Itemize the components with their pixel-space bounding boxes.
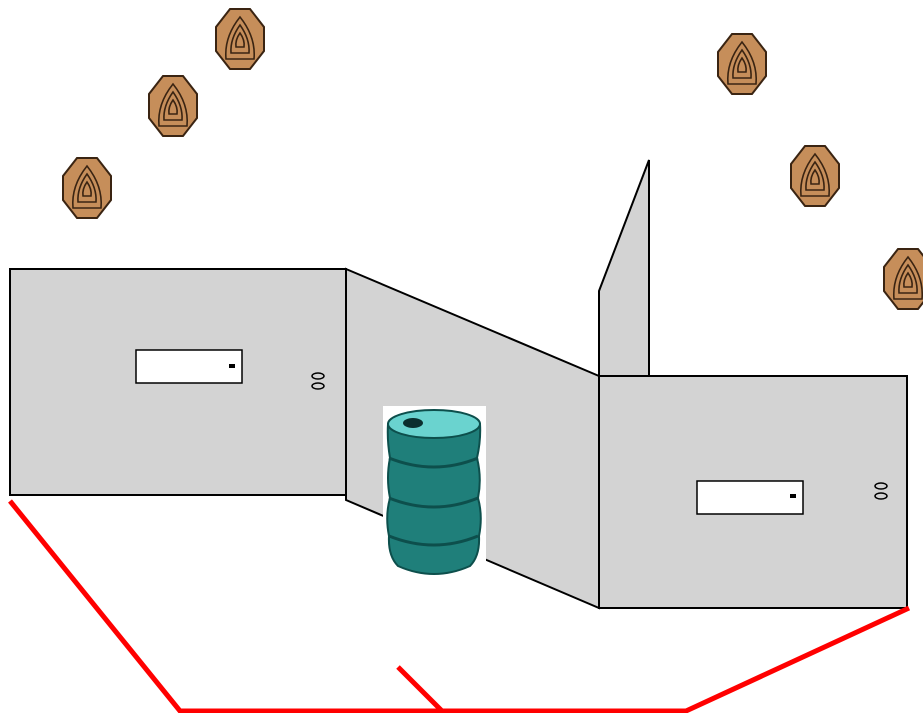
back-wing-wall: [598, 159, 650, 379]
fault-lines: [8, 499, 911, 713]
targets-group: [62, 8, 923, 310]
right-wall-holes: [874, 482, 888, 500]
steel-target-icon: [215, 8, 265, 70]
steel-target-icon: [148, 75, 198, 137]
steel-target-icon: [883, 248, 923, 310]
left-wall-window: [135, 349, 243, 384]
steel-target-icon: [790, 145, 840, 207]
steel-target-icon: [717, 33, 767, 95]
left-wall-holes: [311, 372, 325, 390]
right-wall-window: [696, 480, 804, 515]
barrel-icon: [383, 406, 486, 578]
steel-target-icon: [62, 157, 112, 219]
